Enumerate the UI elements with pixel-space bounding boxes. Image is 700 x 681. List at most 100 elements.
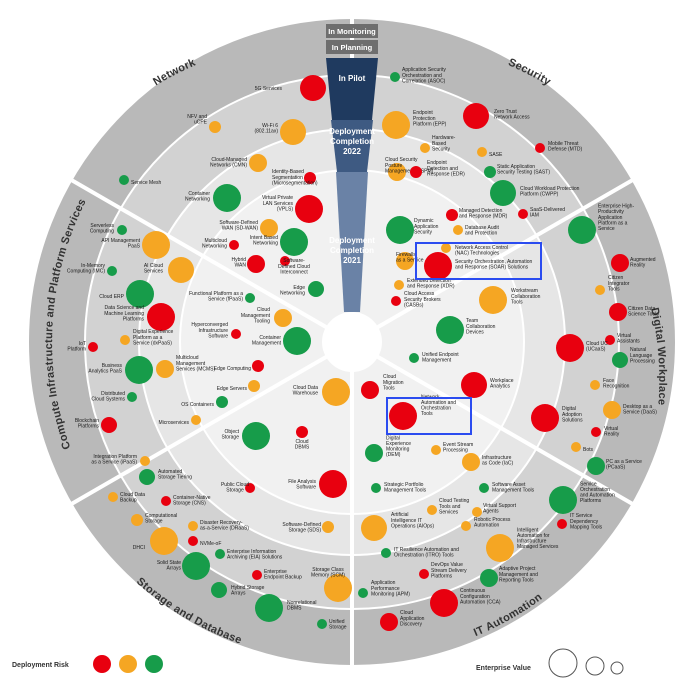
- technology-label-line: IT Resilience Automation and: [394, 547, 459, 553]
- technology-item: Service Mesh: [119, 175, 162, 186]
- technology-label-line: (VPLS): [277, 206, 293, 212]
- technology-label-line: Tools: [511, 299, 523, 305]
- technology-label-line: Platform as a: [598, 220, 628, 226]
- technology-label-line: Disaster Recovery-: [200, 520, 243, 526]
- technology-label-line: Cloud Testing: [439, 498, 469, 504]
- technology-label: Disaster Recovery-as-a-Service (DRaaS): [200, 520, 249, 532]
- technology-label-line: Object: [225, 429, 240, 435]
- technology-label-line: Software-Defined: [219, 220, 258, 226]
- technology-label-line: Monitoring: [386, 447, 410, 453]
- technology-bubble: [300, 75, 326, 101]
- technology-label-line: IT Service: [570, 513, 593, 519]
- technology-bubble: [382, 111, 410, 139]
- technology-label-line: Service Mesh: [131, 180, 162, 186]
- technology-label-line: Storage: [145, 519, 163, 525]
- technology-label-line: Management Tools: [492, 488, 535, 494]
- technology-label-line: Platform: [67, 347, 86, 353]
- technology-label: Service Mesh: [131, 180, 162, 186]
- technology-bubble: [213, 184, 241, 212]
- technology-item: 5G Services: [255, 75, 326, 101]
- technology-label-line: WAN: [235, 263, 247, 269]
- technology-label-line: In-Memory: [81, 263, 105, 269]
- technology-label-line: Nonrelational: [287, 600, 316, 606]
- technology-item: Wi-Fi 6(802.11ax): [254, 119, 306, 145]
- technology-label-line: IoT: [79, 341, 86, 347]
- stage-planning-label: In Planning: [332, 43, 373, 52]
- technology-bubble: [396, 252, 414, 270]
- technology-label-line: Automation (CCA): [460, 599, 501, 605]
- technology-label-line: Assistants: [617, 339, 640, 345]
- technology-label-line: Hyperconverged: [191, 322, 228, 328]
- technology-label-line: Platforms: [431, 573, 453, 579]
- technology-label-line: Robotic Process: [474, 517, 511, 523]
- technology-bubble: [127, 392, 137, 402]
- technology-bubble: [280, 228, 308, 256]
- technology-label-line: SaaS-Delivered: [530, 207, 565, 213]
- technology-bubble: [255, 594, 283, 622]
- technology-label-line: Application Security: [402, 67, 446, 73]
- technology-label-line: Analytics: [490, 384, 511, 390]
- technology-label-line: Integration Platform: [93, 454, 137, 460]
- technology-bubble: [322, 521, 334, 533]
- band-completion-2021: [336, 172, 368, 312]
- technology-label-line: Tooling: [254, 318, 270, 324]
- technology-label-line: Tools: [383, 385, 395, 391]
- technology-bubble: [161, 496, 171, 506]
- technology-label-line: Orchestration: [580, 487, 610, 493]
- technology-bubble: [484, 166, 496, 178]
- legend-value-label: Enterprise Value: [476, 665, 531, 672]
- technology-label-line: Management: [241, 313, 271, 319]
- technology-label-line: Public Cloud: [221, 482, 249, 488]
- band-planning: [326, 40, 378, 54]
- stage-band: In Monitoring In Planning In Pilot Deplo…: [326, 24, 378, 312]
- technology-label-line: Extended Detection: [407, 278, 451, 284]
- technology-label: NVMe-oF: [200, 541, 221, 547]
- technology-label-line: PC as a Service: [606, 459, 642, 465]
- technology-label-line: as a Service (iPaaS): [91, 460, 137, 466]
- technology-label-line: Event Stream: [443, 442, 473, 448]
- technology-label-line: Software-: [283, 258, 305, 264]
- legend-value-low: [610, 661, 624, 675]
- technology-label-line: OS Containers: [181, 402, 214, 408]
- technology-bubble: [147, 303, 175, 331]
- technology-label-line: Intelligent: [517, 527, 539, 533]
- technology-bubble: [119, 175, 129, 185]
- technology-label-line: Science Tools: [628, 312, 659, 318]
- technology-label-line: IAM: [530, 213, 539, 219]
